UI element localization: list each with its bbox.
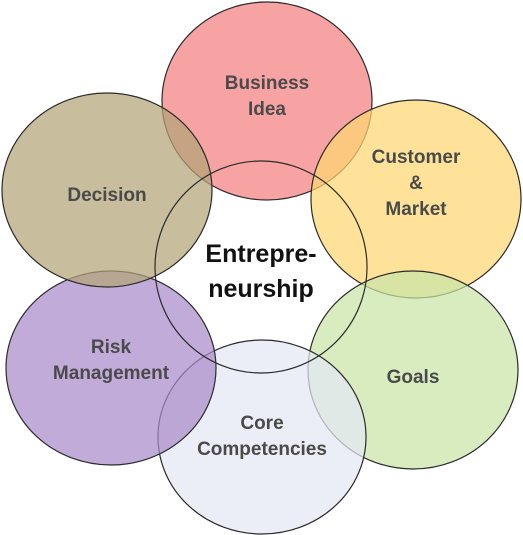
petal-business-idea-label-line-2: Idea [248, 99, 286, 120]
petal-risk-management-label-line-1: Risk [91, 337, 132, 358]
petal-goals-label-line-1: Goals [387, 367, 440, 388]
center-label-line-2: neurship [208, 275, 314, 303]
petal-customer-market: Customer & Market [310, 99, 522, 299]
center-circle [154, 160, 368, 374]
petal-customer-market-label-line-2: & [409, 173, 423, 194]
petal-risk-management-label-line-2: Management [53, 363, 170, 384]
center-label-line-1: Entrepre- [205, 240, 316, 268]
petal-customer-market-label-line-3: Market [385, 199, 447, 220]
petal-core-competencies-label-line-1: Core [240, 413, 283, 434]
petal-decision: Decision [1, 92, 213, 288]
petal-customer-market-label-line-1: Customer [372, 147, 461, 168]
petal-decision-label-line-1: Decision [67, 185, 146, 206]
petal-core-competencies-label-line-2: Competencies [197, 439, 327, 460]
petal-business-idea-circle [161, 1, 373, 201]
petal-business-idea-label-line-1: Business [225, 73, 309, 94]
